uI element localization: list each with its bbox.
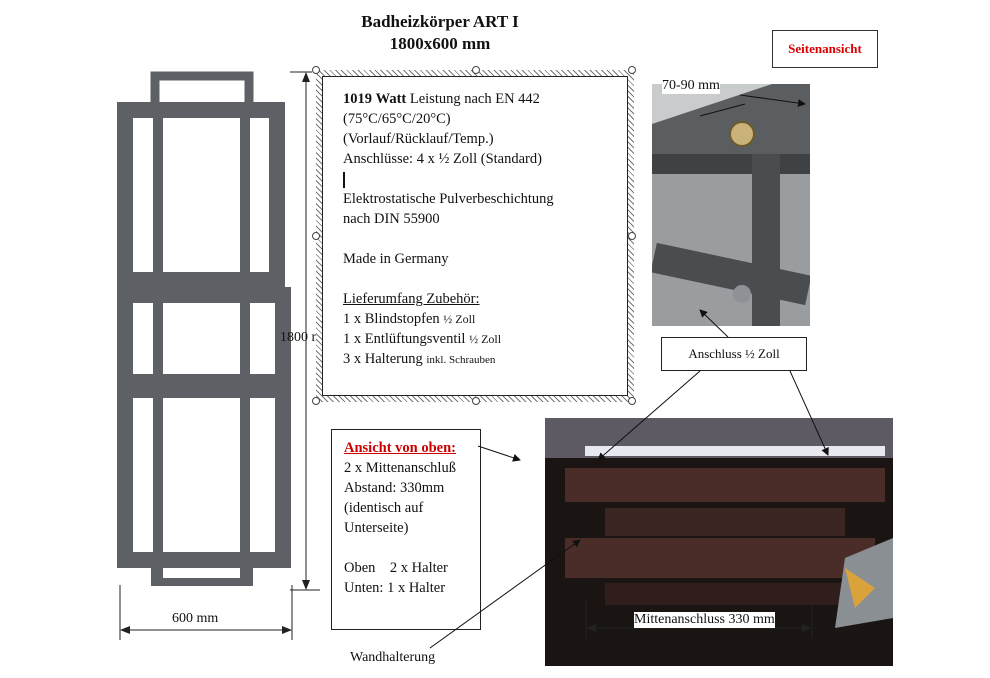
spec-line-6: nach DIN 55900	[343, 211, 440, 227]
top-view-line-3: (identisch auf	[344, 500, 424, 516]
top-view-line-2: Abstand: 330mm	[344, 480, 445, 496]
page-subtitle: 1800x600 mm	[389, 34, 491, 53]
width-dimension	[119, 585, 293, 640]
page-title: Badheizkörper ART I	[361, 12, 519, 31]
spec-line-1: Leistung nach EN 442	[409, 91, 540, 107]
spec-line-9a: 1 x Blindstopfen	[343, 311, 440, 327]
top-view-box: Ansicht von oben: 2 x Mittenanschluß Abs…	[331, 429, 481, 630]
side-detail-photo	[652, 84, 810, 326]
resize-handle[interactable]	[312, 397, 320, 405]
spec-line-3: (Vorlauf/Rücklauf/Temp.)	[343, 131, 494, 147]
watt-value: 1019	[343, 91, 372, 107]
spec-line-11a: 3 x Halterung	[343, 351, 423, 367]
spec-line-10a: 1 x Entlüftungsventil	[343, 331, 466, 347]
connection-callout: Anschluss ½ Zoll	[661, 337, 807, 371]
width-dimension-label: 600 mm	[172, 611, 219, 626]
top-view-line-5: Oben 2 x Halter	[344, 560, 448, 576]
resize-handle[interactable]	[472, 397, 480, 405]
resize-handle[interactable]	[628, 232, 636, 240]
top-view-line-6: Unten: 1 x Halter	[344, 580, 446, 596]
spec-line-4: Anschlüsse: 4 x ½ Zoll (Standard)	[343, 151, 542, 167]
wall-bracket-label: Wandhalterung	[350, 650, 436, 665]
side-view-button[interactable]: Seitenansicht	[772, 30, 878, 68]
spec-line-7: Made in Germany	[343, 251, 449, 267]
center-connection-label: Mittenanschluss 330 mm	[634, 612, 775, 628]
resize-handle[interactable]	[628, 66, 636, 74]
resize-handle[interactable]	[312, 66, 320, 74]
watt-label: Watt	[375, 91, 407, 107]
spec-line-11b: inkl. Schrauben	[426, 354, 496, 366]
resize-handle[interactable]	[472, 66, 480, 74]
resize-handle[interactable]	[312, 232, 320, 240]
spec-line-8: Lieferumfang Zubehör:	[343, 291, 480, 307]
top-view-line-1: 2 x Mittenanschluß	[344, 460, 456, 476]
top-view-line-4: Unterseite)	[344, 520, 409, 536]
spec-line-10b: ½ Zoll	[469, 332, 502, 346]
spec-line-9b: ½ Zoll	[443, 312, 476, 326]
spec-line-2: (75°C/65°C/20°C)	[343, 111, 451, 127]
bracket-depth-label: 70-90 mm	[662, 78, 720, 94]
resize-handle[interactable]	[628, 397, 636, 405]
center-connection-dimension	[585, 600, 813, 638]
top-view-heading: Ansicht von oben:	[344, 440, 456, 456]
radiator-illustration	[117, 71, 320, 591]
spec-box: 1019 Watt Leistung nach EN 442 (75°C/65°…	[322, 76, 628, 396]
text-cursor	[343, 171, 345, 188]
spec-line-5: Elektrostatische Pulverbeschichtung	[343, 191, 554, 207]
